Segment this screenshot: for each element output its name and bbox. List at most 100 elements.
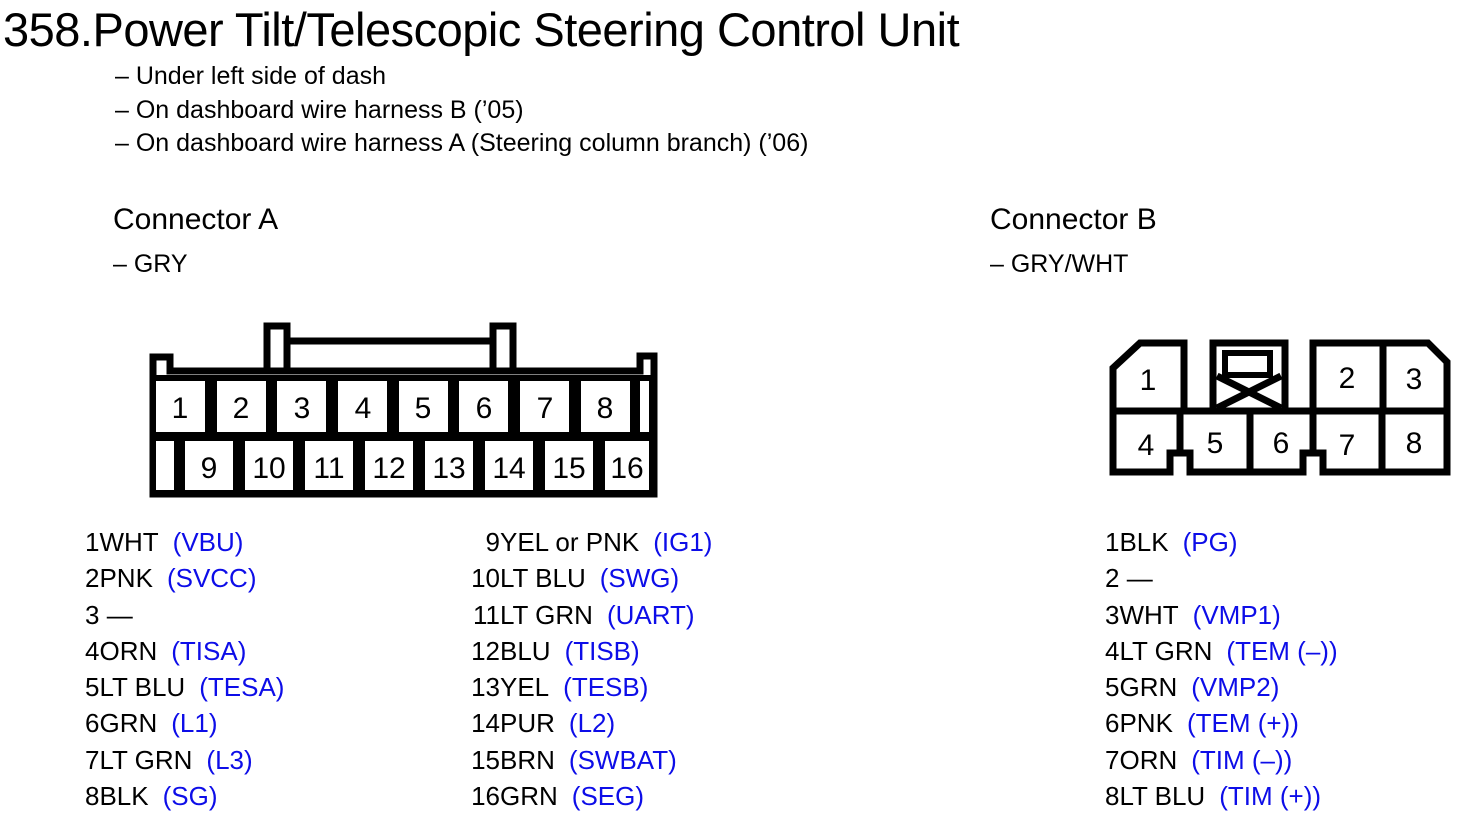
signal-name: (TEM (+)) xyxy=(1186,708,1299,739)
wire-color: LT BLU xyxy=(99,672,186,703)
wire-color: — xyxy=(99,599,133,630)
pin-list-connector-b-1-8: 1BLK(PG) 2 — 3WHT (VMP1) 4LT GRN (TEM (–))… xyxy=(1105,524,1338,814)
note-line: – Under left side of dash xyxy=(115,62,386,90)
connector-a-diagram: 1 2 3 4 5 6 7 8 9 10 11 12 13 14 15 16 xyxy=(149,322,658,498)
signal-name: (VMP2) xyxy=(1191,672,1280,703)
pin-cell xyxy=(359,435,419,496)
pin-cell xyxy=(150,375,211,438)
pin-cell xyxy=(1379,339,1451,415)
signal-name: (TEM (–)) xyxy=(1226,635,1338,666)
pin-number: 4 xyxy=(1105,635,1120,666)
pin-number: 1 xyxy=(1105,527,1120,557)
pin-number-label: 3 xyxy=(1406,363,1423,396)
signal-name: (TIM (–)) xyxy=(1191,744,1293,775)
pin-row: 2 — xyxy=(1105,560,1338,596)
connector-a-lock-bar xyxy=(273,337,507,375)
pin-number-label: 2 xyxy=(1339,362,1356,395)
connector-a-lock-post-left xyxy=(263,322,291,375)
pin-list-connector-a-9-16: 9YEL or PNK (IG1) 10LT BLU(SWG) 11LT GRN(… xyxy=(470,524,712,814)
pin-number-label: 1 xyxy=(172,392,189,425)
pin-number-label: 2 xyxy=(233,392,250,425)
pin-number-label: 4 xyxy=(1138,429,1155,462)
pin-number-label: 1 xyxy=(1140,364,1157,397)
pin-number: 2 xyxy=(85,563,100,594)
wire-color: WHT xyxy=(1119,599,1179,630)
signal-name: (SWBAT) xyxy=(568,744,677,775)
pin-cell xyxy=(239,435,299,496)
location-notes: – Under left side of dash – On dashboard… xyxy=(115,60,808,161)
pin-number: 16 xyxy=(471,781,500,812)
pin-number: 15 xyxy=(471,744,500,775)
signal-name: (VMP1) xyxy=(1192,599,1281,630)
pin-number-label: 8 xyxy=(597,392,614,425)
pin-row: 6PNK(TEM (+)) xyxy=(1105,705,1338,741)
pin-number-label: 4 xyxy=(355,392,372,425)
pin-number-label: 10 xyxy=(252,452,285,485)
wire-color: GRN xyxy=(1119,672,1178,703)
pin-row: 8LT BLU(TIM (+)) xyxy=(1105,778,1338,814)
signal-name: (SWG) xyxy=(599,563,680,594)
pin-number-label: 16 xyxy=(610,452,643,485)
signal-name: (TESB) xyxy=(563,672,649,703)
pin-number: 3 xyxy=(1105,599,1120,630)
wire-color: GRN xyxy=(99,708,158,739)
wire-color: LT GRN xyxy=(1119,635,1213,666)
wire-color: ORN xyxy=(1119,744,1178,775)
pin-number-label: 6 xyxy=(1273,427,1290,460)
signal-name: (SVCC) xyxy=(166,563,257,594)
pin-row: 11LT GRN(UART) xyxy=(470,597,712,633)
pin-number-label: 3 xyxy=(294,392,311,425)
signal-name: (TISA) xyxy=(171,635,247,666)
wire-color: YEL xyxy=(500,672,550,703)
pin-number-label: 11 xyxy=(313,452,344,485)
pin-cell xyxy=(332,375,393,438)
pin-row: 8BLK(SG) xyxy=(85,778,284,814)
wire-color: LT GRN xyxy=(500,599,593,630)
signal-name: (TESA) xyxy=(199,672,285,703)
pin-row: 5GRN(VMP2) xyxy=(1105,669,1338,705)
pin-number: 7 xyxy=(1105,744,1120,775)
pin-row: 14PUR(L2) xyxy=(470,705,712,741)
signal-name: (L3) xyxy=(206,744,253,775)
pin-number-label: 8 xyxy=(1406,427,1423,460)
pin-number-label: 9 xyxy=(201,452,218,485)
signal-name: (VBU) xyxy=(172,527,244,557)
pin-number: 7 xyxy=(85,744,100,775)
wire-color: BLK xyxy=(1119,527,1169,557)
wire-color: BLK xyxy=(99,781,149,812)
signal-name: (SG) xyxy=(162,781,218,812)
pin-row: 3WHT (VMP1) xyxy=(1105,597,1338,633)
pin-cell xyxy=(1109,339,1188,415)
pin-row: 9YEL or PNK (IG1) xyxy=(470,524,713,560)
connector-b-color-note: – GRY/WHT xyxy=(990,250,1129,278)
pin-cell xyxy=(479,435,539,496)
connector-b-lock-slot xyxy=(1222,350,1273,378)
pin-cell xyxy=(299,435,359,496)
pin-row: 15BRN(SWBAT) xyxy=(470,742,712,778)
blank-cell xyxy=(634,375,655,438)
pin-number: 14 xyxy=(471,708,500,739)
wire-color: YEL or PNK xyxy=(500,527,640,557)
pin-number: 9 xyxy=(485,527,500,557)
pin-number-label: 15 xyxy=(552,452,585,485)
pin-row: 4LT GRN (TEM (–)) xyxy=(1105,633,1338,669)
page-title: 358.Power Tilt/Telescopic Steering Contr… xyxy=(3,3,960,56)
wire-color: — xyxy=(1119,563,1153,594)
connector-a-lock-post-right xyxy=(489,322,517,375)
pin-row: 13YEL (TESB) xyxy=(470,669,712,705)
pin-number-label: 14 xyxy=(492,452,525,485)
wire-color: PNK xyxy=(99,563,153,594)
pin-row: 10LT BLU(SWG) xyxy=(470,560,712,596)
connector-b-diagram: 1 2 3 4 5 6 7 8 xyxy=(1109,339,1451,476)
connector-a-color-note: – GRY xyxy=(113,250,188,278)
pin-number: 1 xyxy=(85,527,100,557)
signal-name: (L1) xyxy=(171,708,218,739)
pin-row: 1BLK(PG) xyxy=(1105,524,1338,560)
pin-number: 13 xyxy=(471,672,500,703)
pin-number: 5 xyxy=(85,672,100,703)
pin-number: 3 xyxy=(85,599,100,630)
wire-color: PUR xyxy=(500,708,555,739)
signal-name: (IG1) xyxy=(653,527,713,557)
pin-row: 12BLU(TISB) xyxy=(470,633,712,669)
